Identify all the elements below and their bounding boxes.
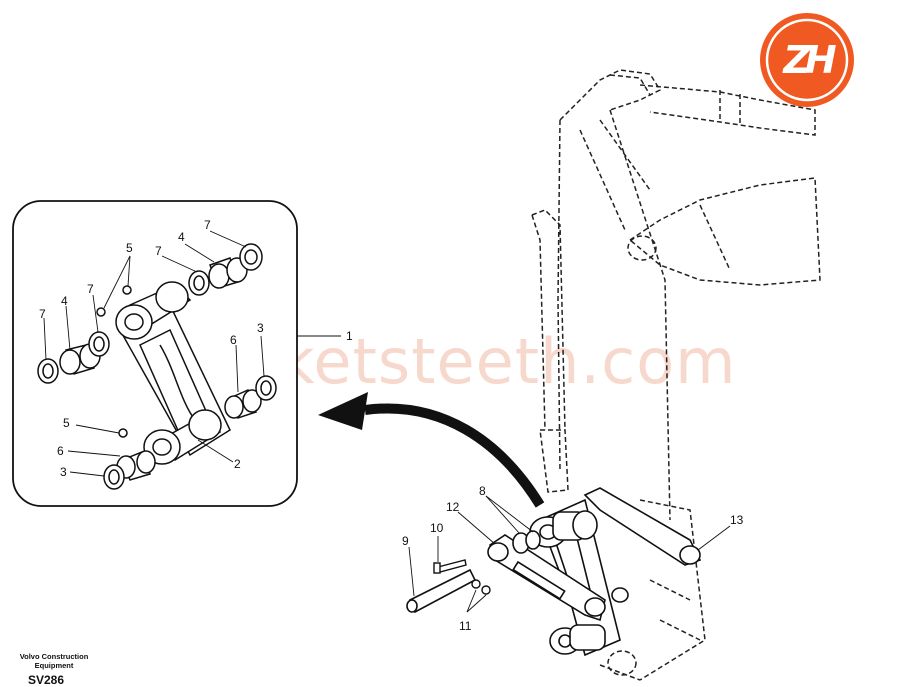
callout-9: 9 bbox=[402, 534, 409, 548]
brand-logo bbox=[760, 13, 854, 107]
boom-arm-outline bbox=[531, 69, 821, 681]
callout-1: 1 bbox=[346, 329, 353, 343]
nuts-11 bbox=[471, 579, 491, 595]
linkage-assembly bbox=[487, 487, 702, 657]
callout-7: 7 bbox=[87, 282, 94, 296]
brand-logo-text: ZH bbox=[759, 15, 855, 105]
callout-7: 7 bbox=[39, 307, 46, 321]
detail-arrow bbox=[318, 392, 545, 508]
callout-3: 3 bbox=[257, 321, 264, 335]
callout-6: 6 bbox=[230, 333, 237, 347]
callout-12: 12 bbox=[446, 500, 460, 514]
footer-company: Volvo Construction bbox=[19, 652, 89, 661]
bolt-10 bbox=[433, 559, 467, 574]
detail-inset: 7 4 5 7 7 4 7 3 6 5 6 3 2 bbox=[12, 200, 341, 507]
callout-4: 4 bbox=[61, 294, 68, 308]
logo-lettering: ZH bbox=[783, 38, 836, 82]
callout-6: 6 bbox=[57, 444, 64, 458]
callout-10: 10 bbox=[430, 521, 444, 535]
callout-7: 7 bbox=[155, 244, 162, 258]
callout-7: 7 bbox=[204, 218, 211, 232]
callout-5: 5 bbox=[63, 416, 70, 430]
callout-8: 8 bbox=[479, 484, 486, 498]
callout-5: 5 bbox=[126, 241, 133, 255]
callout-11: 11 bbox=[459, 619, 472, 633]
callout-4: 4 bbox=[178, 230, 185, 244]
figure-code: SV286 bbox=[28, 673, 65, 687]
callout-2: 2 bbox=[234, 457, 241, 471]
footer-block: Volvo Construction Equipment SV286 bbox=[8, 652, 100, 687]
callout-3: 3 bbox=[60, 465, 67, 479]
pin-9 bbox=[406, 568, 477, 614]
footer-company-sub: Equipment bbox=[34, 661, 74, 670]
callout-13: 13 bbox=[730, 513, 744, 527]
